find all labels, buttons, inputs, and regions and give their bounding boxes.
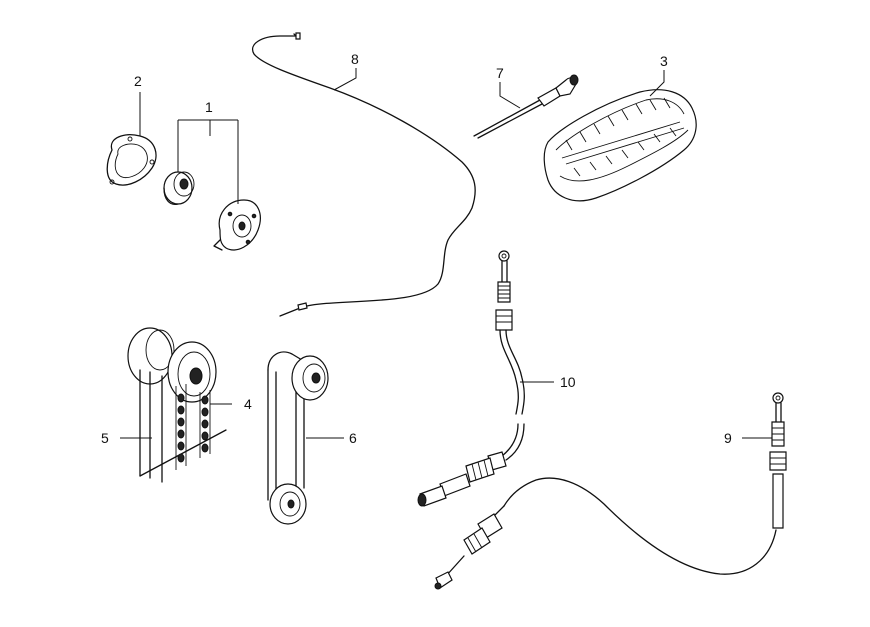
callout-10: 10 xyxy=(560,374,576,390)
callout-4: 4 xyxy=(244,396,252,412)
callout-6: 6 xyxy=(349,430,357,446)
part-1-cover-plate[interactable] xyxy=(213,199,261,251)
part-4-chain[interactable] xyxy=(175,384,211,470)
callout-3: 3 xyxy=(660,53,668,69)
callout-5: 5 xyxy=(101,430,109,446)
callout-1: 1 xyxy=(205,99,213,115)
part-7-probe[interactable] xyxy=(473,74,579,139)
callout-9: 9 xyxy=(724,430,732,446)
leader-lines xyxy=(120,68,772,439)
callout-labels: 1 2 3 4 5 6 7 8 9 10 xyxy=(101,51,732,446)
chain-links-left xyxy=(177,393,185,463)
part-8-cable[interactable] xyxy=(252,32,476,317)
callout-8: 8 xyxy=(351,51,359,67)
callout-2: 2 xyxy=(134,73,142,89)
part-6-belt[interactable] xyxy=(267,351,329,525)
part-2-gasket[interactable] xyxy=(106,134,157,186)
part-1-pulley-hub[interactable] xyxy=(163,171,195,206)
part-3-track[interactable] xyxy=(543,89,697,202)
callout-7: 7 xyxy=(496,65,504,81)
part-10-control-cable[interactable] xyxy=(417,250,525,507)
part-9-control-cable[interactable] xyxy=(434,392,787,590)
part-5-belt-drive[interactable] xyxy=(127,327,227,483)
chain-links-right xyxy=(201,395,209,453)
